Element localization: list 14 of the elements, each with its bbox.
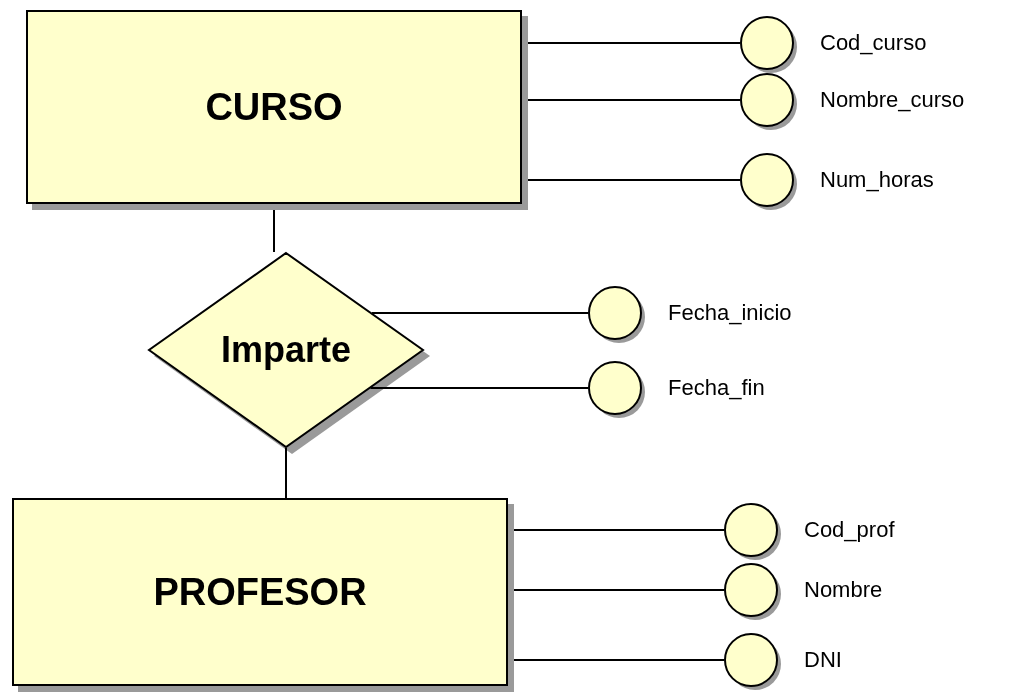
attribute-label: Cod_curso bbox=[820, 30, 927, 56]
attribute-label: Fecha_fin bbox=[668, 375, 765, 401]
connector-line bbox=[369, 387, 589, 389]
connector-line bbox=[370, 312, 589, 314]
attribute-label: DNI bbox=[804, 647, 842, 673]
entity-label: CURSO bbox=[205, 85, 343, 129]
attribute-label: Nombre_curso bbox=[820, 87, 965, 113]
connector-line bbox=[285, 447, 287, 499]
entity-label: PROFESOR bbox=[153, 570, 367, 614]
attribute-label: Nombre bbox=[804, 577, 883, 603]
attribute-label: Num_horas bbox=[820, 167, 934, 193]
attribute-label: Fecha_inicio bbox=[668, 300, 792, 326]
attribute-label: Cod_prof bbox=[804, 517, 895, 543]
relationship-label: Imparte bbox=[220, 329, 351, 371]
